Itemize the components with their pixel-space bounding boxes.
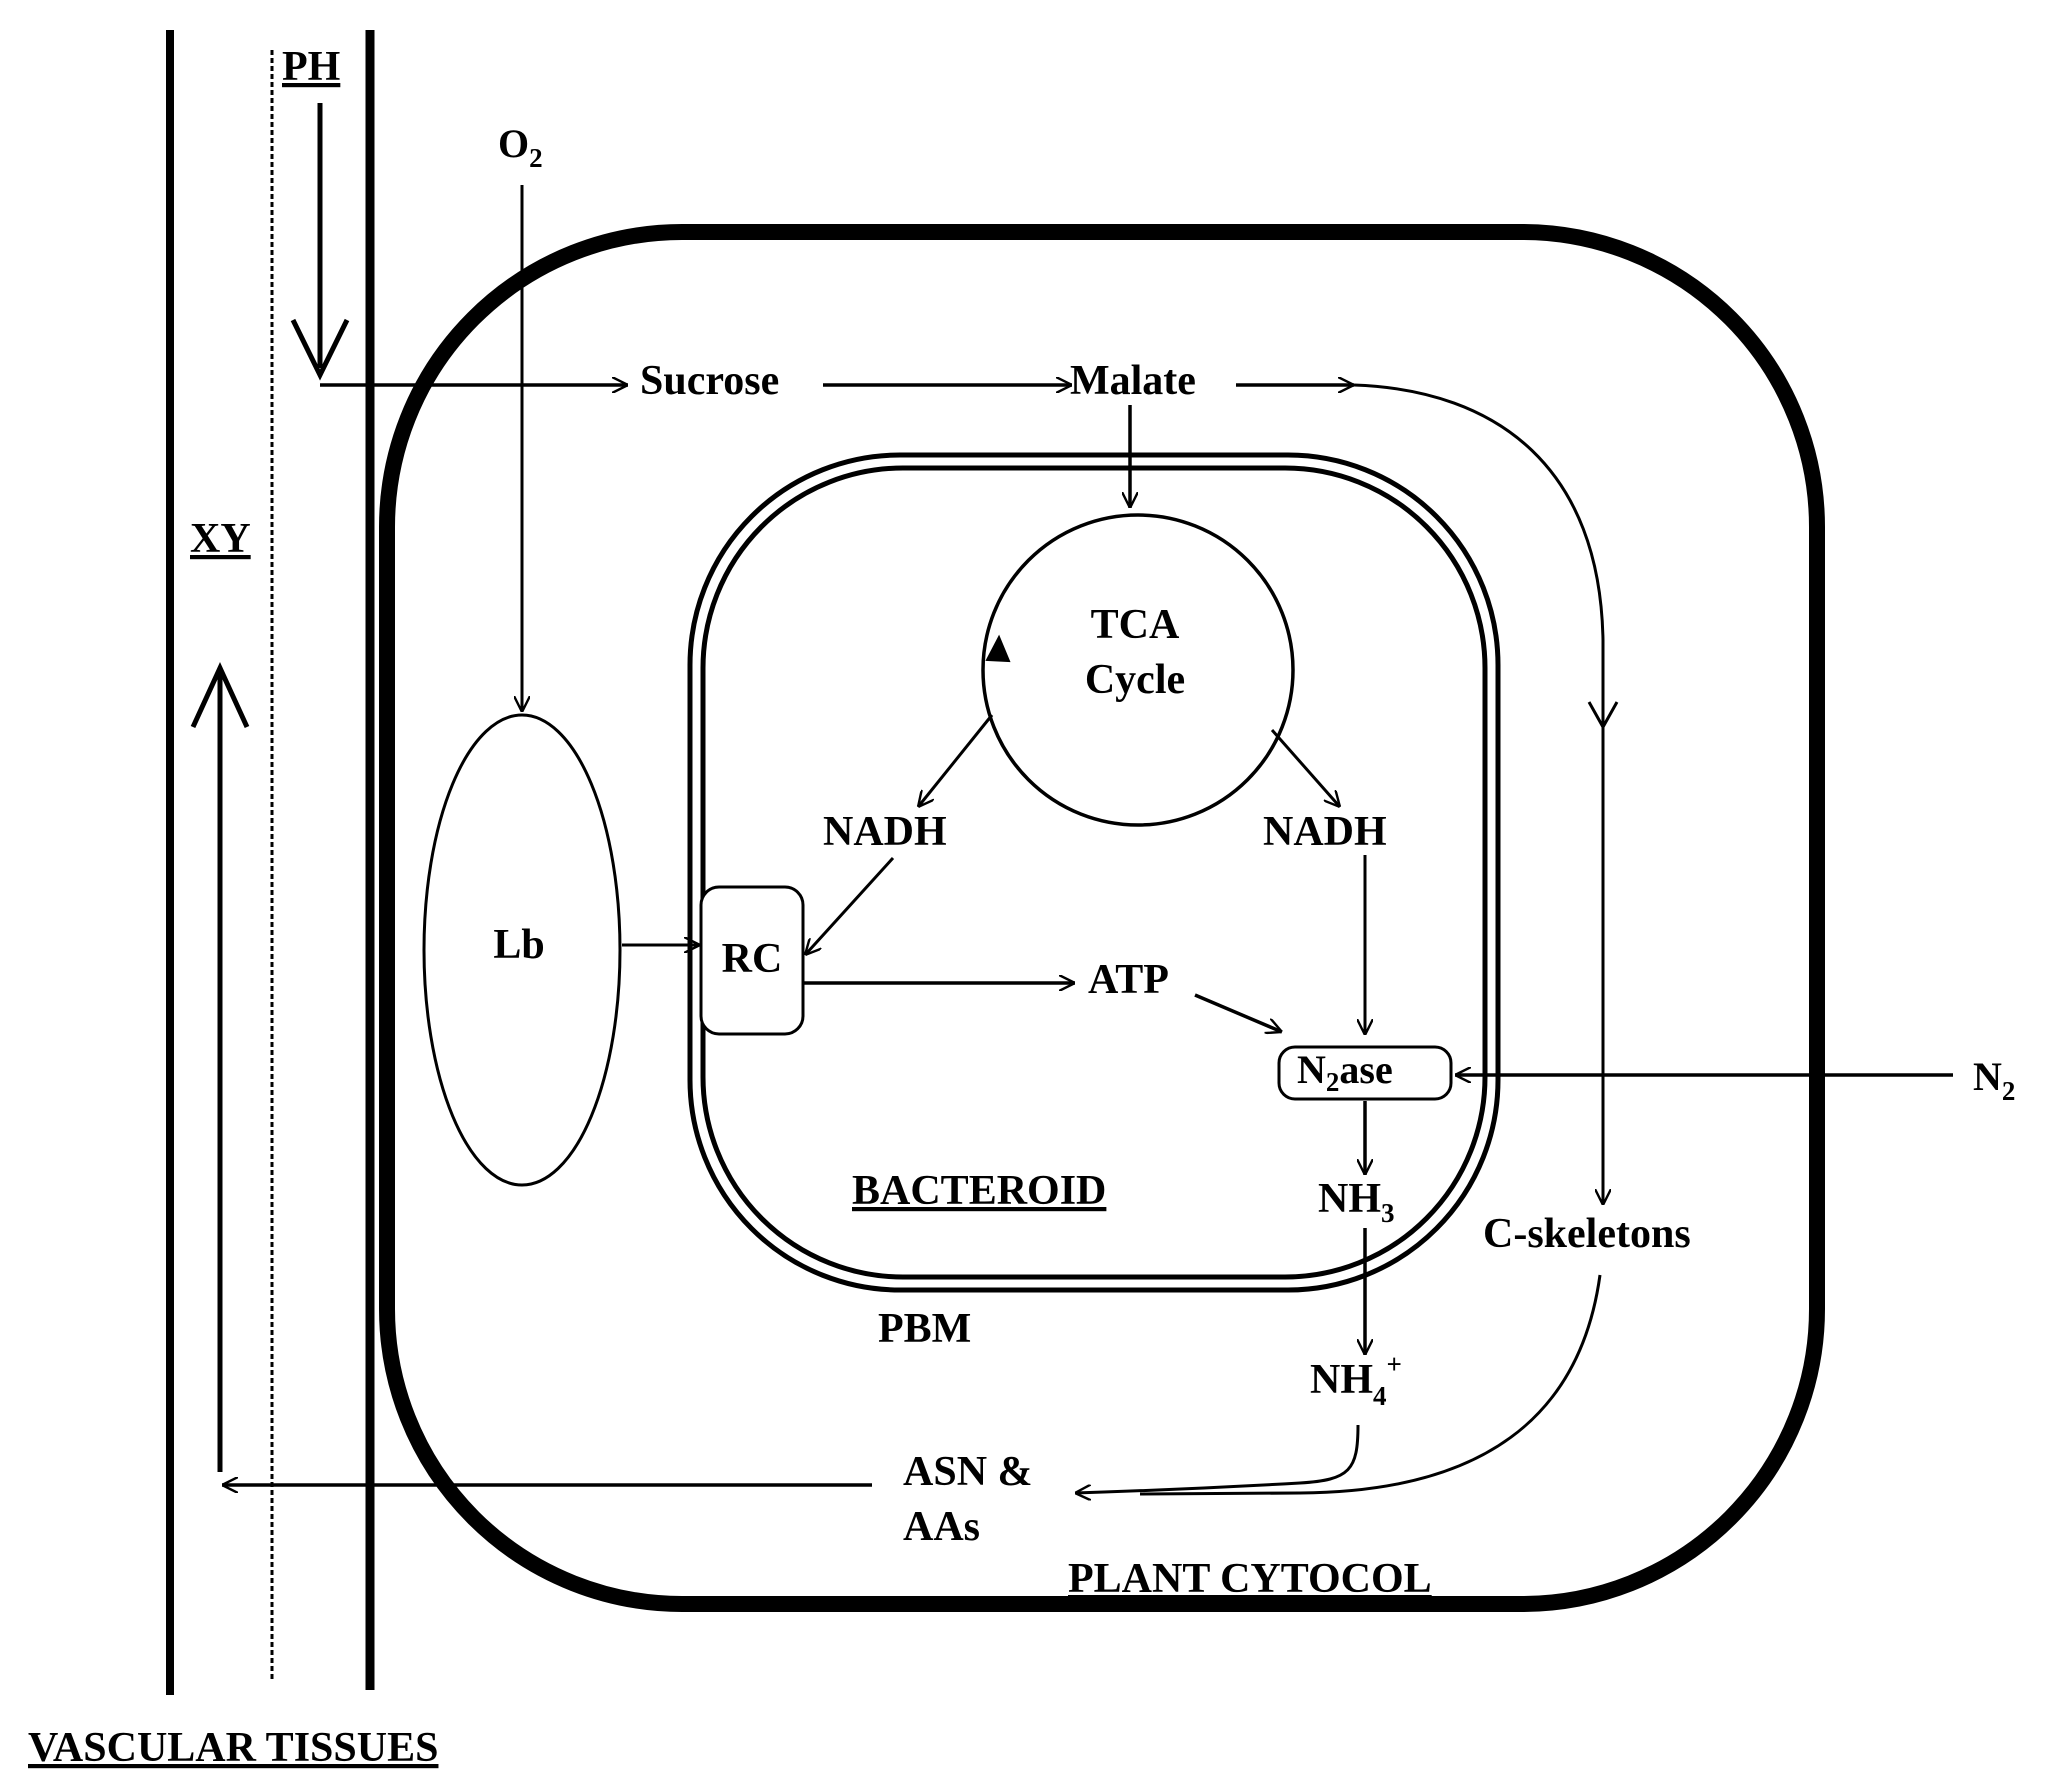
- label-sucrose: Sucrose: [640, 358, 779, 404]
- tca-cycle-circle: [981, 513, 1295, 827]
- respiratory-chain-box: [699, 885, 805, 1036]
- arrow-tca-to-nadh-left: [918, 714, 994, 807]
- label-pbm: PBM: [878, 1306, 971, 1352]
- xy-up-arrowhead: [190, 661, 250, 729]
- label-malate: Malate: [1070, 358, 1196, 404]
- label-atp: ATP: [1088, 957, 1169, 1003]
- label-lb: Lb: [493, 922, 544, 968]
- nitrogenase-box: [1277, 1045, 1453, 1101]
- label-asn-line1: ASN &: [903, 1449, 1033, 1495]
- label-n2ase: N2ase: [1297, 1047, 1393, 1097]
- label-asn-line2: AAs: [903, 1504, 980, 1550]
- label-nh4: NH4+: [1310, 1349, 1402, 1411]
- label-rc: RC: [722, 936, 783, 982]
- label-c-skeletons: C-skeletons: [1483, 1211, 1691, 1257]
- arrow-malate-to-c-skeletons: [1353, 383, 1603, 1205]
- arrow-tca-to-nadh-right: [1270, 729, 1340, 807]
- tca-cycle-arrowhead: [985, 634, 1011, 663]
- peribacteroid-membrane: [687, 452, 1501, 1293]
- label-nh3: NH3: [1318, 1176, 1395, 1228]
- arrow-c-skeletons-to-asn: [1139, 1274, 1602, 1496]
- label-o2: O2: [498, 121, 543, 173]
- label-n2: N2: [1973, 1054, 2015, 1106]
- c-skeletons-mid-arrowhead: [1587, 701, 1619, 731]
- label-nadh-right: NADH: [1263, 809, 1387, 855]
- label-ph: PH: [282, 44, 340, 90]
- label-bacteroid: BACTEROID: [852, 1168, 1106, 1214]
- ph-down-arrowhead: [290, 318, 350, 381]
- label-tca-line1: TCA: [1091, 602, 1180, 648]
- arrow-nadh-to-rc: [805, 856, 895, 955]
- arrow-nh4-to-asn: [1075, 1424, 1360, 1493]
- arrow-atp-to-n2ase: [1194, 993, 1282, 1032]
- bacteroid-membrane: [700, 465, 1488, 1280]
- label-nadh-left: NADH: [823, 809, 947, 855]
- label-xy: XY: [190, 516, 251, 562]
- label-vascular-tissues: VASCULAR TISSUES: [28, 1725, 438, 1771]
- plant-cell-boundary: [379, 224, 1825, 1612]
- leghemoglobin-ellipse: [422, 713, 622, 1187]
- label-tca-line2: Cycle: [1085, 657, 1185, 703]
- label-plant-cytocol: PLANT CYTOCOL: [1068, 1556, 1432, 1602]
